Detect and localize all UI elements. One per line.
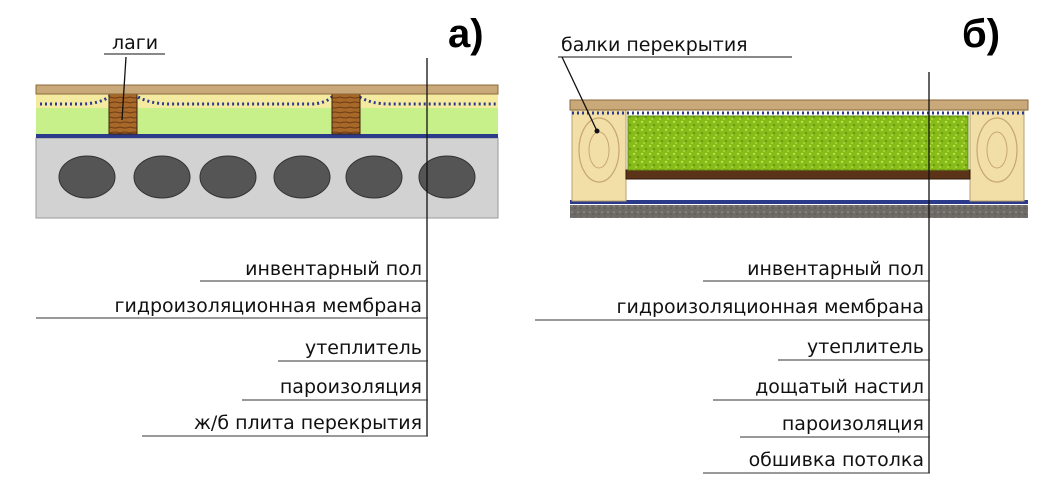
hollow-core-3	[199, 155, 257, 199]
layer-label-b-6: обшивка потолка	[748, 449, 924, 471]
vapor-barrier-b	[570, 200, 1028, 204]
beam-right-rings	[976, 117, 1018, 183]
panel-b-letter: б)	[962, 12, 1001, 56]
floor-board-a	[35, 84, 499, 95]
layer-label-b-3: утеплитель	[806, 336, 924, 358]
layer-label-a-5: ж/б плита перекрытия	[193, 412, 422, 434]
vapor-barrier-a	[36, 134, 498, 138]
floor-board-b	[569, 99, 1029, 111]
layer-label-b-2: гидроизоляционная мембрана	[616, 296, 924, 318]
layer-label-b-1: инвентарный пол	[747, 258, 924, 280]
panel-a-section	[35, 53, 499, 437]
beam-right	[969, 109, 1025, 202]
hollow-core-5	[345, 155, 403, 199]
layer-label-a-4: пароизоляция	[279, 376, 422, 398]
beam-label-leader	[561, 56, 598, 132]
beam-label: балки перекрытия	[561, 34, 748, 56]
insulation-a	[36, 108, 498, 134]
joist-2	[331, 93, 361, 135]
membrane-zone-a	[36, 93, 498, 108]
hollow-core-6	[418, 155, 476, 199]
beam-label-dot	[594, 128, 600, 134]
beam-left-rings	[578, 117, 620, 183]
joist-label-leader	[121, 56, 127, 121]
hollow-core-2	[133, 155, 191, 199]
void-space	[628, 178, 968, 200]
layer-label-b-4: дощатый настил	[755, 376, 924, 398]
beam-left	[571, 109, 627, 202]
hollow-core-1	[58, 155, 116, 199]
mineral-wool	[627, 115, 969, 171]
panel-b-section	[535, 56, 1029, 474]
layer-label-a-2: гидроизоляционная мембрана	[114, 295, 422, 317]
layer-label-a-3: утеплитель	[304, 337, 422, 359]
panel-a-letter: а)	[448, 12, 484, 56]
beam-right-rings-inner	[986, 131, 1008, 169]
ceiling-sheathing	[570, 205, 1028, 218]
board-decking	[625, 169, 971, 180]
joist-label: лаги	[112, 32, 159, 54]
layer-label-b-5: пароизоляция	[781, 413, 924, 435]
hollow-core-4	[273, 155, 331, 199]
layer-label-a-1: инвентарный пол	[245, 258, 422, 280]
